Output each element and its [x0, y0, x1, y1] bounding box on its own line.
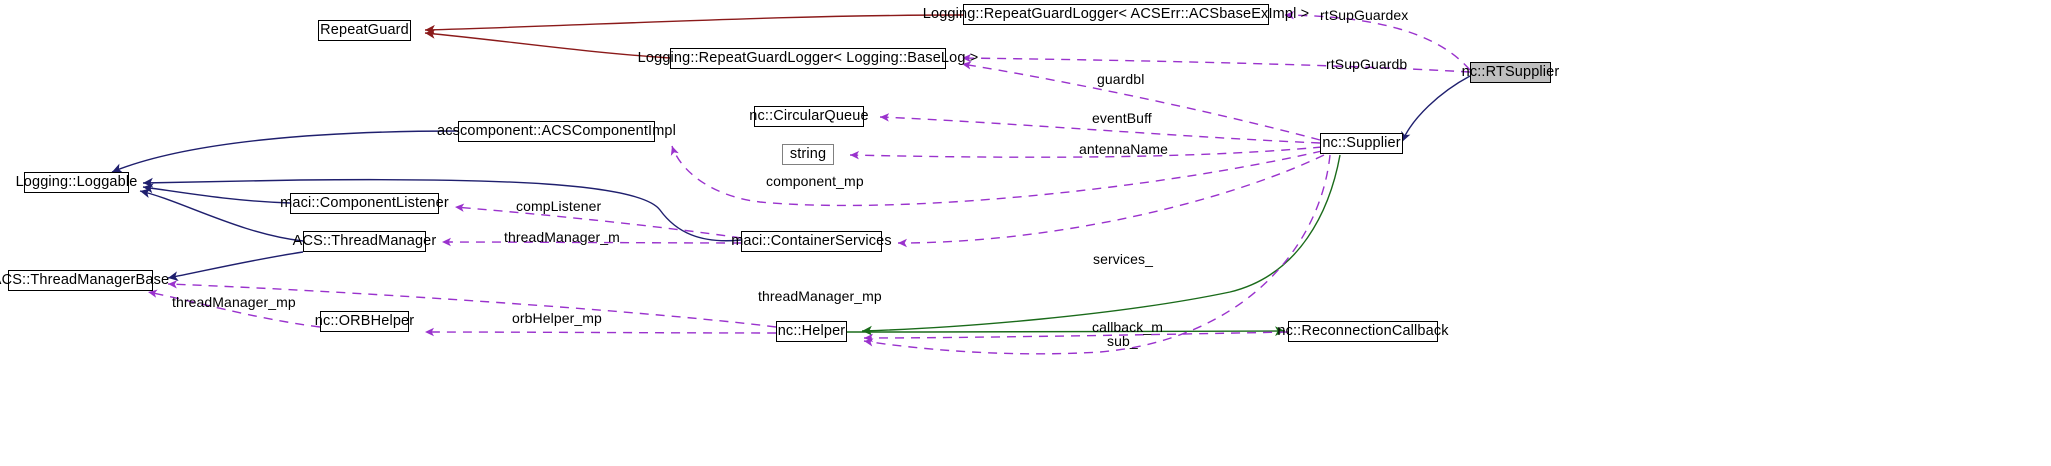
node-nc-helper[interactable]: nc::Helper: [776, 321, 847, 342]
edge-label-rtsupguardex: rtSupGuardex: [1320, 7, 1409, 23]
node-maci-componentlistener[interactable]: maci::ComponentListener: [280, 193, 449, 214]
node-label: maci::ContainerServices: [731, 233, 892, 250]
edge-componentlistener-to-loggable: [142, 183, 291, 204]
edge-label-component-mp: component_mp: [766, 173, 864, 189]
node-acscomponent-acscomponentimpl[interactable]: acscomponent::ACSComponentImpl: [437, 121, 676, 142]
node-label: acscomponent::ACSComponentImpl: [436, 123, 677, 140]
edge-callbackm: [863, 331, 1289, 343]
node-label: nc::Supplier: [1322, 135, 1401, 152]
node-string[interactable]: string: [782, 144, 834, 165]
node-label: RepeatGuard: [320, 22, 409, 39]
node-nc-supplier[interactable]: nc::Supplier: [1320, 133, 1403, 154]
edge-label-threadmanager-mp-orbhelper: threadManager_mp: [172, 294, 296, 310]
edge-threadmanager-to-loggable: [139, 188, 304, 242]
node-label: ACS::ThreadManagerBase: [0, 272, 170, 289]
node-label: Logging::Loggable: [15, 174, 138, 191]
edge-label-antennaname: antennaName: [1079, 141, 1169, 157]
edge-services: [897, 154, 1325, 248]
node-label: Logging::RepeatGuardLogger< Logging::Bas…: [637, 50, 979, 67]
edge-label-sub: sub_: [1107, 333, 1138, 349]
node-repeatguardlogger-baselog[interactable]: Logging::RepeatGuardLogger< Logging::Bas…: [638, 48, 978, 69]
node-label: nc::CircularQueue: [749, 108, 869, 125]
node-repeat-guard[interactable]: RepeatGuard: [318, 20, 411, 41]
node-label: maci::ComponentListener: [280, 195, 449, 212]
edge-label-callback-m: callback_m: [1092, 319, 1164, 335]
node-label: Logging::RepeatGuardLogger< ACSErr::ACSb…: [922, 6, 1310, 23]
edge-label-eventbuff: eventBuff: [1092, 110, 1152, 126]
node-logging-loggable[interactable]: Logging::Loggable: [16, 172, 137, 193]
node-maci-containerservices[interactable]: maci::ContainerServices: [731, 231, 892, 252]
node-label: nc::ORBHelper: [314, 313, 415, 330]
edge-rtsupplier-to-supplier: [1401, 75, 1471, 143]
edge-label-orbhelper-mp: orbHelper_mp: [512, 310, 602, 326]
edge-helper-to-reconnectioncallback: [846, 326, 1286, 336]
edge-label-guardbl: guardbl: [1097, 71, 1145, 87]
edge-label-complistener: compListener: [516, 198, 602, 214]
node-acs-threadmanager[interactable]: ACS::ThreadManager: [293, 231, 436, 252]
edge-threadmanager-to-tmbase: [167, 251, 304, 281]
edge-rgl-baselog-to-repeatguard: [424, 29, 671, 59]
node-nc-circularqueue[interactable]: nc::CircularQueue: [749, 106, 869, 127]
edge-rgl-acsbase-to-repeatguard: [424, 14, 964, 35]
node-nc-reconnectioncallback[interactable]: nc::ReconnectionCallback: [1277, 321, 1448, 342]
edge-label-threadmanager-m: threadManager_m: [504, 229, 620, 245]
edge-acscomponentimpl-to-loggable: [111, 130, 459, 173]
node-label: ACS::ThreadManager: [292, 233, 437, 250]
edge-aggregation-group-green: [846, 154, 1341, 336]
edge-orbhelpermp: [424, 327, 777, 337]
node-acs-threadmanagerbase[interactable]: ACS::ThreadManagerBase: [0, 270, 169, 291]
node-nc-rtsupplier[interactable]: nc::RTSupplier: [1462, 62, 1559, 83]
node-nc-orbhelper[interactable]: nc::ORBHelper: [315, 311, 414, 332]
node-label: string: [789, 146, 827, 163]
edge-supplier-to-helper: [861, 154, 1341, 336]
node-repeatguardlogger-acsbaseeximpl[interactable]: Logging::RepeatGuardLogger< ACSErr::ACSb…: [923, 4, 1309, 25]
node-label: nc::ReconnectionCallback: [1277, 323, 1449, 340]
node-label: nc::Helper: [777, 323, 846, 340]
edge-label-threadmanager-mp-helper: threadManager_mp: [758, 288, 882, 304]
node-label: nc::RTSupplier: [1461, 64, 1560, 81]
edge-label-rtsupguardb: rtSupGuardb: [1326, 56, 1408, 72]
edge-label-services: services_: [1093, 251, 1154, 267]
